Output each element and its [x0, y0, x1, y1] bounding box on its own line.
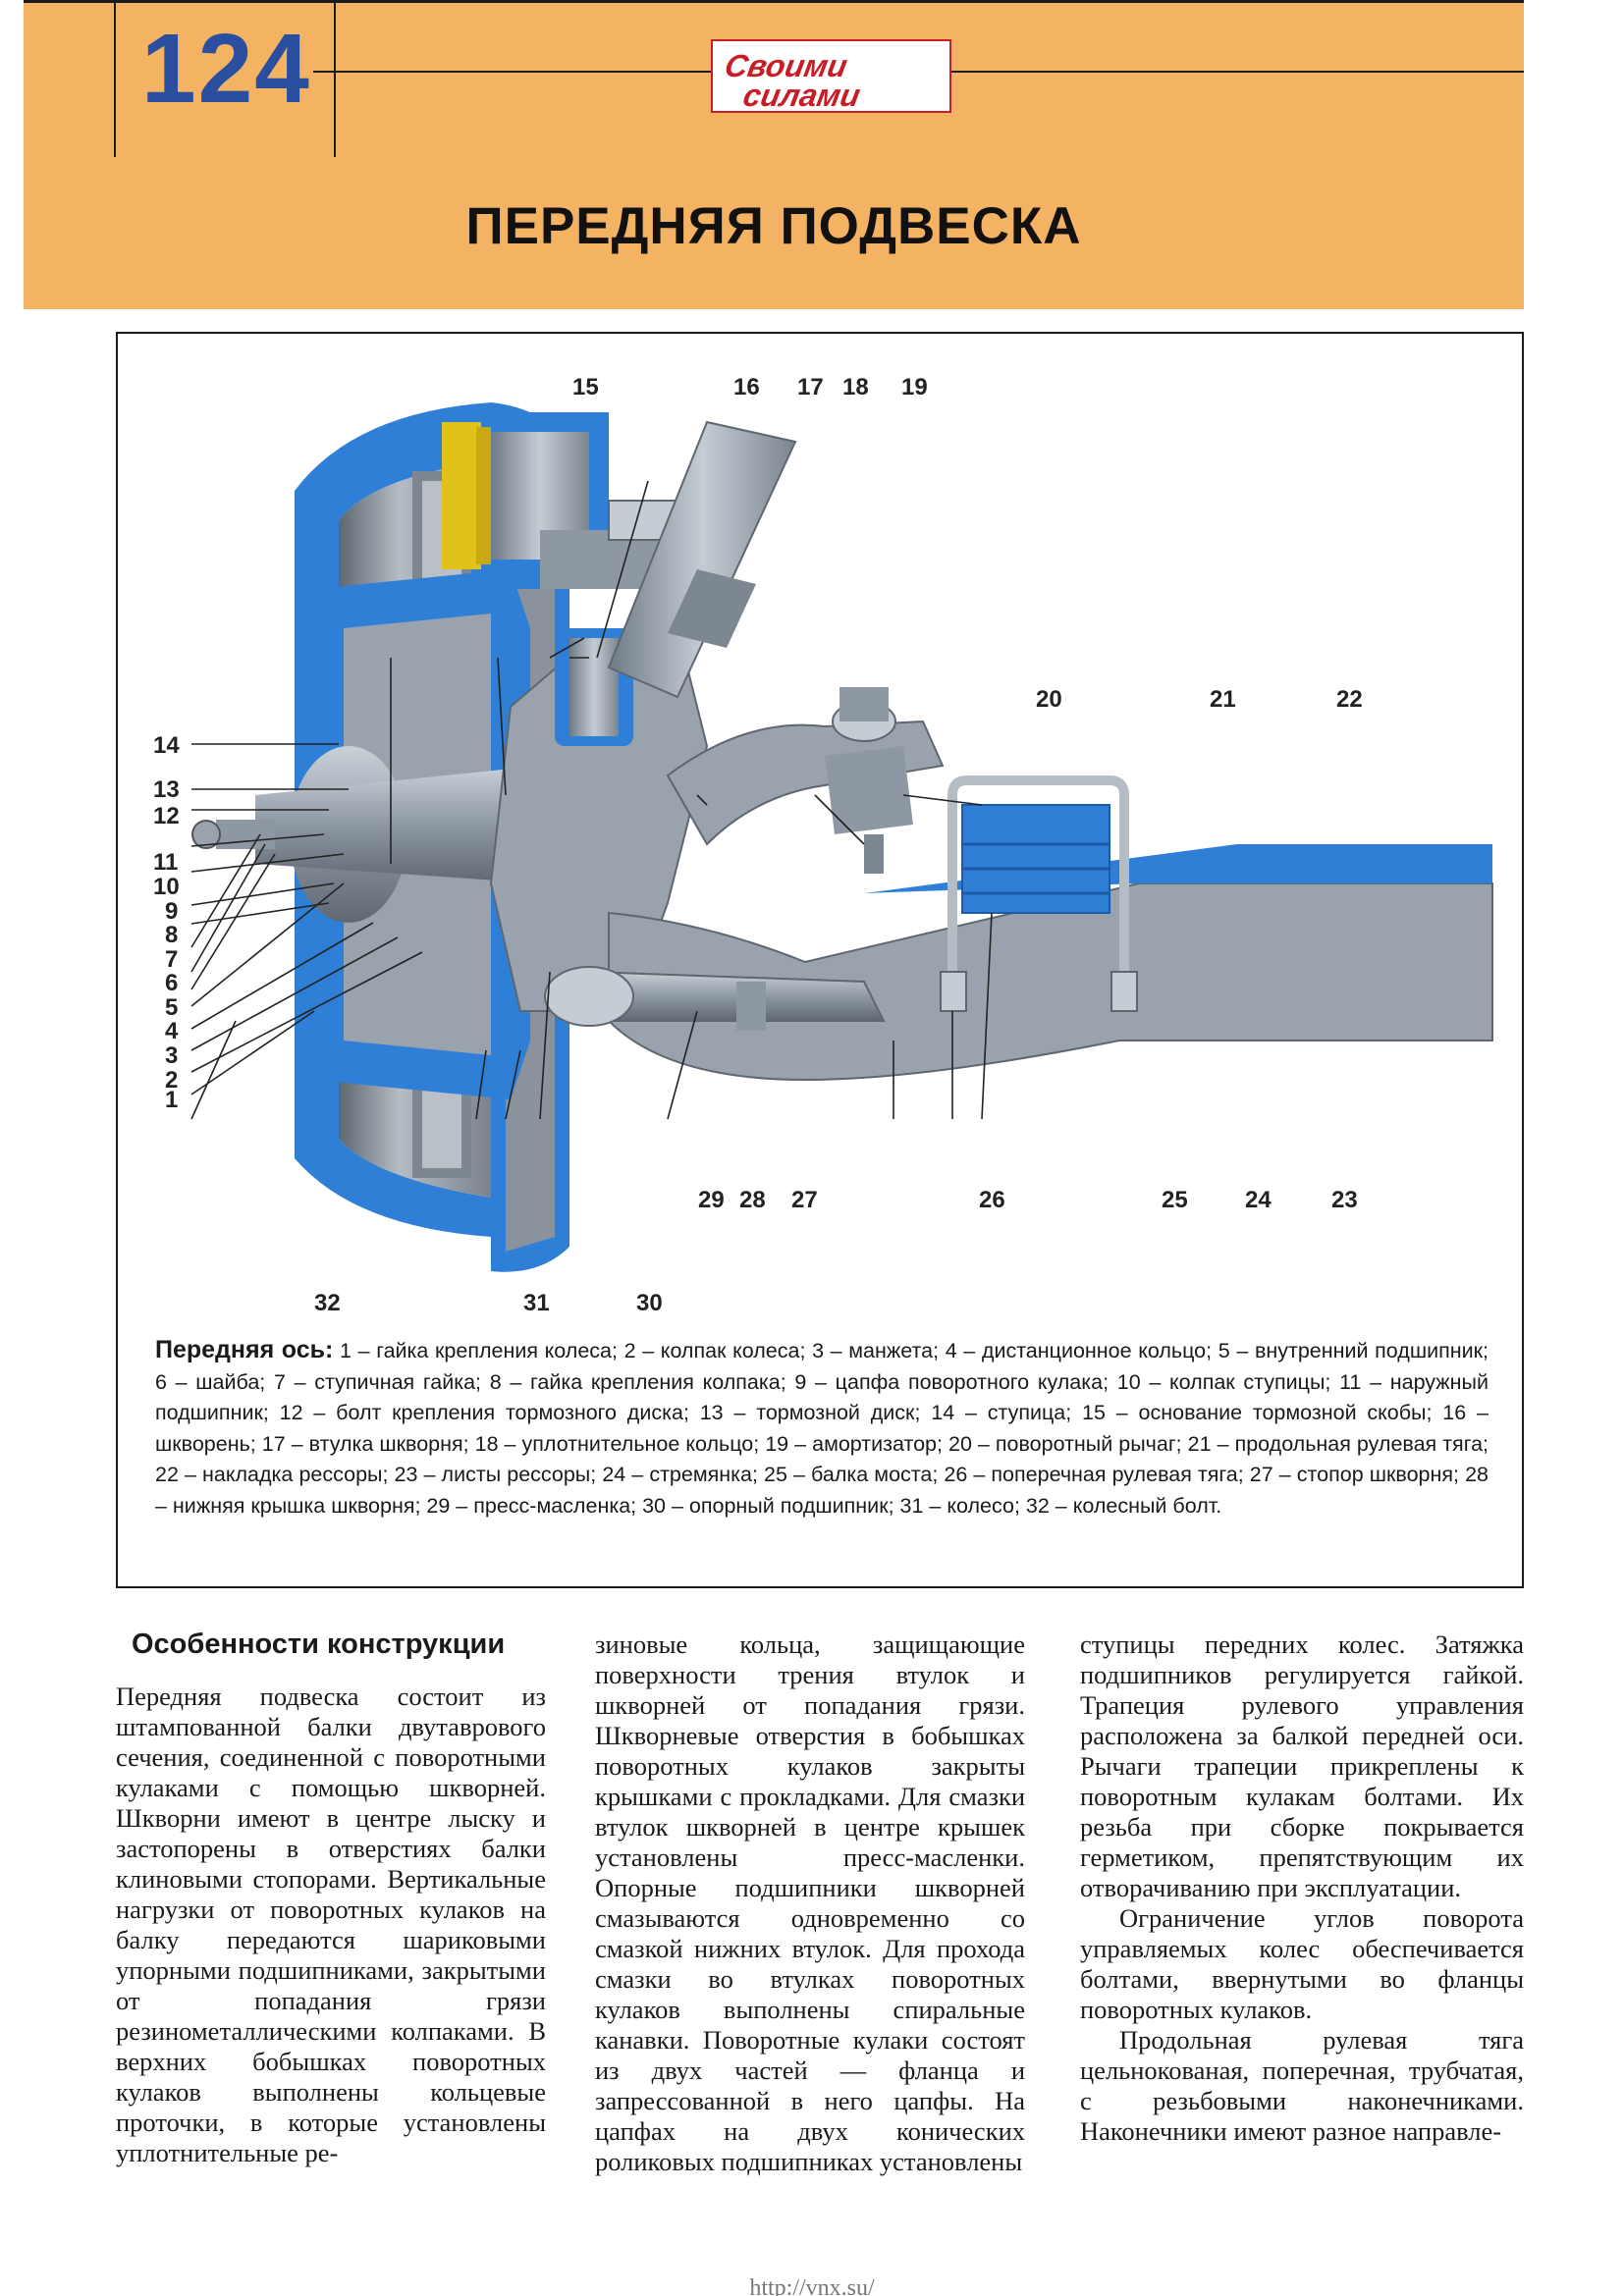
callout-28: 28	[739, 1187, 766, 1213]
column-3-paragraph-3: Продольная рулевая тяга цельнокованая, п…	[1080, 2025, 1524, 2146]
caption-lead: Передняя ось:	[155, 1336, 334, 1363]
callout-13: 13	[153, 776, 180, 803]
logo-text: Своими силами	[722, 48, 863, 114]
caption-text: 1 – гайка крепления колеса; 2 – колпак к…	[155, 1339, 1489, 1518]
callout-15: 15	[572, 374, 599, 400]
callout-14: 14	[153, 732, 180, 759]
section-heading: Особенности конструкции	[132, 1629, 506, 1660]
spindle	[191, 766, 540, 883]
callout-20: 20	[1036, 686, 1062, 713]
callout-29: 29	[698, 1187, 725, 1213]
magazine-logo: Своими силами	[711, 39, 951, 113]
callout-7: 7	[165, 946, 178, 973]
page-number-box: 124	[114, 0, 336, 157]
article-column-2: зиновые кольца, защищающие поверхности т…	[595, 1629, 1025, 2177]
footer-link[interactable]: http://vnx.su/	[749, 2275, 875, 2296]
steering-arm	[666, 687, 945, 874]
column-2-text: зиновые кольца, защищающие поверхности т…	[595, 1629, 1025, 2176]
callout-27: 27	[791, 1187, 818, 1213]
callout-23: 23	[1331, 1187, 1358, 1213]
front-axle-figure: 1 2 3 4 5 6 7 8 9 10 11 12 13 14 15 16 1…	[116, 332, 1524, 1588]
leader-lines	[190, 480, 993, 1120]
callout-labels: 1 2 3 4 5 6 7 8 9 10 11 12 13 14 15 16 1…	[153, 374, 1363, 1315]
article-column-1: Особенности конструкции Передняя подвеск…	[116, 1629, 546, 2168]
figure-caption: Передняя ось: 1 – гайка крепления колеса…	[155, 1335, 1489, 1522]
callout-1: 1	[165, 1087, 178, 1113]
callout-11: 11	[153, 849, 178, 876]
article-column-3: ступицы передних колес. Затяжка подшипни…	[1080, 1629, 1524, 2147]
callout-17: 17	[797, 374, 824, 400]
page-title: ПЕРЕДНЯЯ ПОДВЕСКА	[465, 197, 1082, 255]
page-header: 124 Своими силами ПЕРЕДНЯЯ ПОДВЕСКА	[24, 0, 1524, 309]
callout-10: 10	[153, 874, 180, 900]
callout-26: 26	[979, 1187, 1005, 1213]
shock-absorber	[607, 420, 797, 699]
callout-16: 16	[733, 374, 760, 400]
callout-31: 31	[523, 1290, 550, 1315]
callout-30: 30	[636, 1290, 663, 1315]
callout-18: 18	[842, 374, 869, 400]
column-1-text: Передняя подвеска состоит из штампованно…	[116, 1682, 546, 2167]
callout-5: 5	[165, 994, 178, 1021]
callout-24: 24	[1245, 1187, 1272, 1213]
callout-25: 25	[1162, 1187, 1188, 1213]
callout-8: 8	[165, 922, 178, 948]
column-3-paragraph-2: Ограничение углов поворота управляемых к…	[1080, 1903, 1524, 2024]
callout-2: 2	[165, 1067, 178, 1094]
callout-21: 21	[1210, 686, 1236, 713]
header-top-rule	[24, 0, 1524, 3]
callout-22: 22	[1336, 686, 1363, 713]
tie-rod	[544, 966, 886, 1031]
callout-12: 12	[153, 803, 180, 829]
page-number: 124	[141, 14, 311, 124]
front-axle-illustration: 1 2 3 4 5 6 7 8 9 10 11 12 13 14 15 16 1…	[153, 374, 1493, 1315]
callout-9: 9	[165, 898, 178, 925]
callout-32: 32	[314, 1290, 341, 1315]
callout-19: 19	[901, 374, 928, 400]
column-3-paragraph-1: ступицы передних колес. Затяжка подшипни…	[1080, 1629, 1524, 1902]
callout-3: 3	[165, 1042, 178, 1069]
callout-6: 6	[165, 970, 178, 996]
axle-beam	[608, 775, 1493, 1082]
callout-4: 4	[165, 1018, 179, 1044]
